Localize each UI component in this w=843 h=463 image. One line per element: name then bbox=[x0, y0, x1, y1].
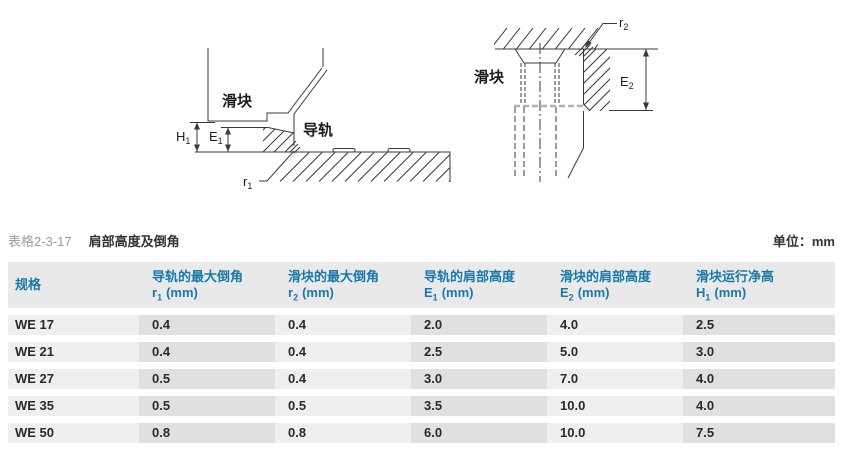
column-header-symbol: E1(mm) bbox=[424, 285, 474, 303]
shoulder-chamfer-diagram: 滑块 导轨 H1 E1 r1 bbox=[176, 15, 658, 191]
e2-dim-line bbox=[609, 49, 653, 111]
value-cell: 7.0 bbox=[547, 369, 683, 389]
value-cell: 3.5 bbox=[411, 396, 547, 416]
column-header-e1: 导轨的肩部高度 E1(mm) bbox=[411, 262, 547, 308]
table-row: WE 21 0.4 0.4 2.5 5.0 3.0 bbox=[8, 342, 835, 362]
value-cell: 3.0 bbox=[411, 369, 547, 389]
column-header-e2: 滑块的肩部高度 E2(mm) bbox=[547, 262, 683, 308]
column-header-symbol: r2(mm) bbox=[288, 285, 334, 303]
value-cell: 6.0 bbox=[411, 423, 547, 443]
value-cell: 10.0 bbox=[547, 396, 683, 416]
base-line bbox=[195, 151, 451, 182]
r1-dim-label: r1 bbox=[243, 174, 252, 191]
block-hatching bbox=[583, 49, 610, 111]
value-cell: 4.0 bbox=[547, 315, 683, 335]
spec-cell: WE 21 bbox=[8, 342, 139, 362]
column-header-r2: 滑块的最大倒角 r2(mm) bbox=[275, 262, 411, 308]
rail-edge bbox=[293, 69, 328, 146]
left-slider-label: 滑块 bbox=[222, 93, 253, 110]
value-cell: 0.5 bbox=[139, 396, 275, 416]
bolt-hidden-lines bbox=[514, 107, 557, 178]
contact-pad bbox=[332, 148, 356, 153]
unit-note: 单位：mm bbox=[772, 234, 835, 249]
column-header-symbol: E2(mm) bbox=[560, 285, 610, 303]
table-title: 肩部高度及倒角 bbox=[88, 234, 180, 249]
table-row: WE 17 0.4 0.4 2.0 4.0 2.5 bbox=[8, 315, 835, 335]
base-hatching bbox=[268, 152, 450, 182]
spec-cell: WE 27 bbox=[8, 369, 139, 389]
right-drawing: 滑块 r2 E2 bbox=[474, 15, 658, 182]
value-cell: 0.4 bbox=[275, 315, 411, 335]
value-cell: 2.5 bbox=[683, 315, 835, 335]
shoulder-hatching bbox=[263, 127, 294, 152]
value-cell: 0.5 bbox=[139, 369, 275, 389]
slider-body-edge bbox=[567, 111, 584, 179]
r1-leader-line bbox=[259, 150, 295, 182]
thread-hidden-lines bbox=[520, 63, 560, 103]
table-row: WE 35 0.5 0.5 3.5 10.0 4.0 bbox=[8, 396, 835, 416]
column-header-label: 导轨的最大倒角 bbox=[152, 269, 244, 284]
r2-leader-line bbox=[585, 23, 617, 48]
slider-outline bbox=[207, 48, 324, 122]
h1-dim-label: H1 bbox=[176, 129, 190, 146]
column-header-r1: 导轨的最大倒角 r1(mm) bbox=[139, 262, 275, 308]
value-cell: 2.5 bbox=[411, 342, 547, 362]
value-cell: 4.0 bbox=[683, 396, 835, 416]
column-header-symbol: r1(mm) bbox=[152, 285, 198, 303]
value-cell: 0.4 bbox=[275, 342, 411, 362]
r2-fillet-marks bbox=[574, 42, 594, 58]
shoulder-height-table: 规格 导轨的最大倒角 r1(mm) 滑块的最大倒角 r2(mm) 导轨的肩部高度… bbox=[8, 262, 835, 443]
r2-dim-label: r2 bbox=[619, 15, 628, 32]
spec-cell: WE 50 bbox=[8, 423, 139, 443]
value-cell: 2.0 bbox=[411, 315, 547, 335]
column-header-label: 滑块的最大倒角 bbox=[288, 269, 380, 284]
value-cell: 0.4 bbox=[275, 369, 411, 389]
e1-dim-line bbox=[221, 127, 295, 152]
right-slider-label: 滑块 bbox=[474, 69, 505, 86]
value-cell: 0.8 bbox=[275, 423, 411, 443]
value-cell: 0.4 bbox=[139, 342, 275, 362]
e2-dim-label: E2 bbox=[620, 74, 634, 91]
spec-cell: WE 35 bbox=[8, 396, 139, 416]
value-cell: 0.8 bbox=[139, 423, 275, 443]
value-cell: 0.4 bbox=[139, 315, 275, 335]
table-row: WE 50 0.8 0.8 6.0 10.0 7.5 bbox=[8, 423, 835, 443]
value-cell: 3.0 bbox=[683, 342, 835, 362]
table-number: 表格2-3-17 bbox=[8, 234, 72, 249]
column-header-h1: 滑块运行净高 H1(mm) bbox=[683, 262, 835, 308]
column-header-label: 滑块运行净高 bbox=[696, 269, 775, 284]
top-hatching bbox=[494, 28, 598, 49]
column-header-label: 滑块的肩部高度 bbox=[560, 269, 652, 284]
value-cell: 4.0 bbox=[683, 369, 835, 389]
table-caption: 表格2-3-17 肩部高度及倒角 单位：mm bbox=[8, 231, 835, 249]
left-drawing: 滑块 导轨 H1 E1 r1 bbox=[176, 48, 451, 191]
value-cell: 5.0 bbox=[547, 342, 683, 362]
column-header-symbol: H1(mm) bbox=[696, 285, 747, 303]
value-cell: 7.5 bbox=[683, 423, 835, 443]
spec-cell: WE 17 bbox=[8, 315, 139, 335]
value-cell: 10.0 bbox=[547, 423, 683, 443]
e1-dim-label: E1 bbox=[209, 129, 223, 146]
table-header-row: 规格 导轨的最大倒角 r1(mm) 滑块的最大倒角 r2(mm) 导轨的肩部高度… bbox=[8, 262, 835, 308]
column-header-spec: 规格 bbox=[15, 277, 42, 292]
column-header-label: 导轨的肩部高度 bbox=[424, 269, 516, 284]
contact-pad bbox=[387, 148, 411, 153]
rail-label: 导轨 bbox=[303, 121, 333, 139]
value-cell: 0.5 bbox=[275, 396, 411, 416]
shoulder-face-line bbox=[583, 49, 591, 112]
table-row: WE 27 0.5 0.4 3.0 7.0 4.0 bbox=[8, 369, 835, 389]
